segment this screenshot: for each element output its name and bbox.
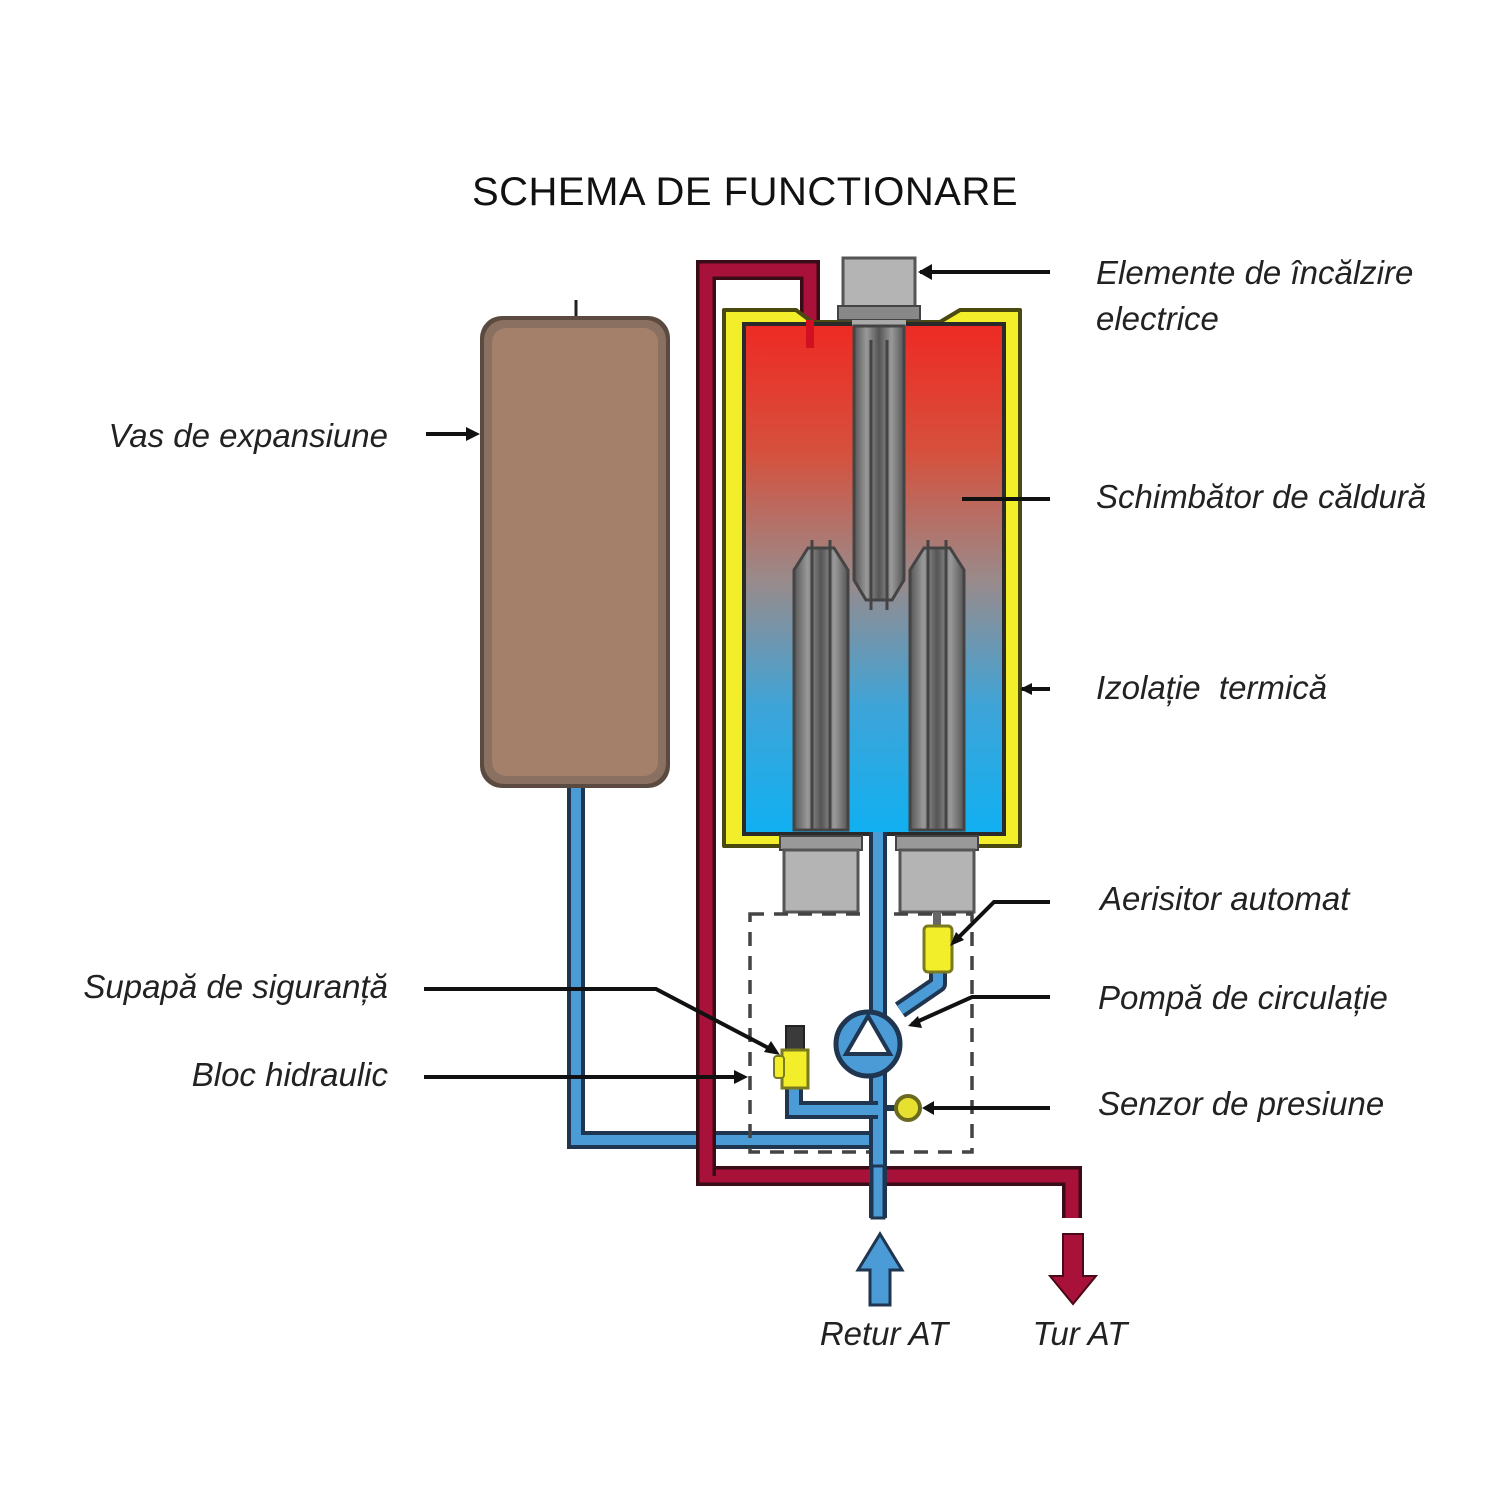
arrowhead-icon [918,264,932,280]
label-thermal-insulation: Izolație termică [1096,669,1327,706]
automatic-air-vent [922,912,954,974]
label-flow: Tur AT [1033,1315,1131,1352]
label-return: Retur AT [820,1315,951,1352]
hydraulic-block-outline [748,912,974,1154]
arrowhead-icon [764,1041,780,1055]
label-circulation-pump: Pompă de circulație [1098,979,1388,1016]
hot-outlet-stub [806,320,814,348]
label-expansion-vessel: Vas de expansiune [109,417,389,454]
arrowhead-icon [466,427,480,441]
leader-air-vent [952,900,1050,944]
expansion-pipe [567,788,880,1149]
return-arrow-icon [855,1231,905,1307]
heating-element-bottom-right [895,540,979,914]
heating-element-top [837,256,921,610]
label-pressure-sensor: Senzor de presiune [1098,1085,1384,1122]
leader-safety-valve [424,987,777,1054]
label-heating-elements-line2: electrice [1096,300,1219,337]
label-air-vent: Aerisitor automat [1098,880,1351,917]
leader-lines-right [908,264,1050,1115]
arrowhead-icon [734,1070,748,1084]
label-heat-exchanger: Schimbător de căldură [1096,478,1426,515]
cold-pipe-segment [870,1164,886,1220]
label-heating-elements-line1: Elemente de încălzire [1096,254,1413,291]
flow-arrow-icon [1047,1233,1099,1306]
expansion-vessel [480,300,670,788]
arrowhead-icon [950,932,964,946]
safety-valve [773,1025,810,1090]
diagram-title: SCHEMA DE FUNCTIONARE [472,170,1018,214]
leader-pump [911,995,1050,1026]
leader-lines-left [424,427,780,1084]
arrowhead-icon [908,1016,922,1028]
label-hydraulic-block: Bloc hidraulic [192,1056,389,1093]
label-safety-valve: Supapă de siguranță [83,968,388,1005]
arrowhead-icon [1020,683,1032,695]
pressure-sensor [884,1094,922,1122]
hot-flow-pipe [696,260,1082,1218]
heating-element-bottom-left [779,540,863,914]
arrowhead-icon [922,1101,934,1115]
circulation-pump [833,1009,903,1079]
